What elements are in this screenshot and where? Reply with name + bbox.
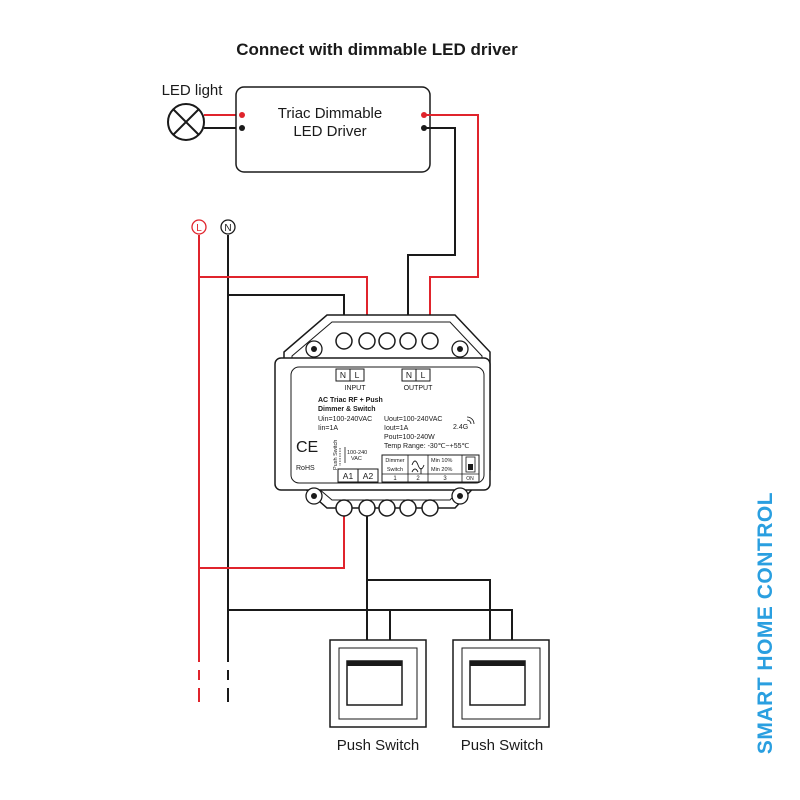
- on-label: ON: [466, 476, 474, 482]
- mains-continuation-dashes: [198, 670, 229, 702]
- led-light-symbol: [167, 103, 205, 141]
- settings-table: [381, 454, 480, 483]
- device-iin: Iin=1A: [318, 425, 338, 432]
- live-to-a1-wire: [199, 510, 345, 569]
- driver-label-line2: LED Driver: [293, 123, 366, 140]
- device-temp: Temp Range: -30℃~+55℃: [384, 443, 470, 450]
- svg-text:N: N: [406, 370, 412, 380]
- output-label: OUTPUT: [404, 385, 434, 392]
- dimmer-label: Dimmer: [385, 458, 404, 464]
- device-uin: Uin=100-240VAC: [318, 416, 372, 423]
- a2-to-switch2-wire: [366, 510, 491, 640]
- brand-watermark: SMART HOME CONTROL: [754, 492, 777, 754]
- device-uout: Uout=100-240VAC: [384, 416, 442, 423]
- led-driver-box: [235, 86, 431, 173]
- wifi-signal-icon: [466, 416, 475, 425]
- dimmer-device: [274, 314, 491, 517]
- voltage-small-line1: 100-240: [347, 450, 367, 456]
- neutral-to-switch2-wire: [390, 609, 513, 640]
- svg-text:L: L: [355, 370, 360, 380]
- a-terminal-labels: A1 A2: [337, 468, 379, 483]
- device-pout: Pout=100-240W: [384, 434, 435, 441]
- svg-text:A1: A1: [343, 471, 354, 481]
- svg-text:L: L: [421, 370, 426, 380]
- mounting-hole-icon: [305, 340, 469, 505]
- min10-label: Min 10%: [431, 458, 453, 464]
- min20-label: Min 20%: [431, 467, 453, 473]
- driver-neutral-to-output-wire: [407, 127, 456, 340]
- push-switch-small-label: Push Switch: [333, 440, 339, 470]
- mains-neutral-symbol: N: [220, 219, 236, 235]
- push-switch-2: [452, 639, 550, 728]
- dip-switch-icon: [465, 456, 476, 473]
- push-switch-1-label: Push Switch: [337, 737, 420, 754]
- driver-label-line1: Triac Dimmable: [278, 105, 382, 122]
- col3-label: 3: [443, 476, 447, 482]
- push-switch-1: [329, 639, 427, 728]
- output-terminal-labels: N L: [401, 368, 431, 382]
- rf-label: 2.4G: [453, 424, 468, 431]
- svg-text:N: N: [340, 370, 346, 380]
- led-light-label: LED light: [162, 82, 224, 99]
- svg-text:A2: A2: [363, 471, 374, 481]
- voltage-small-line2: VAC: [351, 456, 362, 462]
- diagram-title: Connect with dimmable LED driver: [236, 40, 518, 59]
- input-label: INPUT: [345, 385, 367, 392]
- rohs-mark: RoHS: [296, 465, 315, 472]
- device-name-line1: AC Triac RF + Push: [318, 397, 383, 404]
- input-terminal-labels: N L: [335, 368, 365, 382]
- svg-text:L: L: [196, 223, 202, 234]
- dimmer-curve-icon: [411, 460, 425, 474]
- ce-mark: CE: [296, 439, 318, 456]
- neutral-to-switch1-wire: [228, 609, 391, 640]
- device-iout: Iout=1A: [384, 425, 409, 432]
- col1-label: 1: [393, 476, 397, 482]
- bottom-terminal-icons: [335, 499, 439, 517]
- switch-label: Switch: [387, 467, 403, 473]
- device-name-line2: Dimmer & Switch: [318, 406, 376, 413]
- push-switch-2-label: Push Switch: [461, 737, 544, 754]
- col2-label: 2: [416, 476, 420, 482]
- top-terminal-icons: [335, 332, 439, 350]
- mains-live-symbol: L: [191, 219, 207, 235]
- driver-live-to-output-wire: [424, 114, 479, 340]
- svg-text:N: N: [224, 223, 231, 234]
